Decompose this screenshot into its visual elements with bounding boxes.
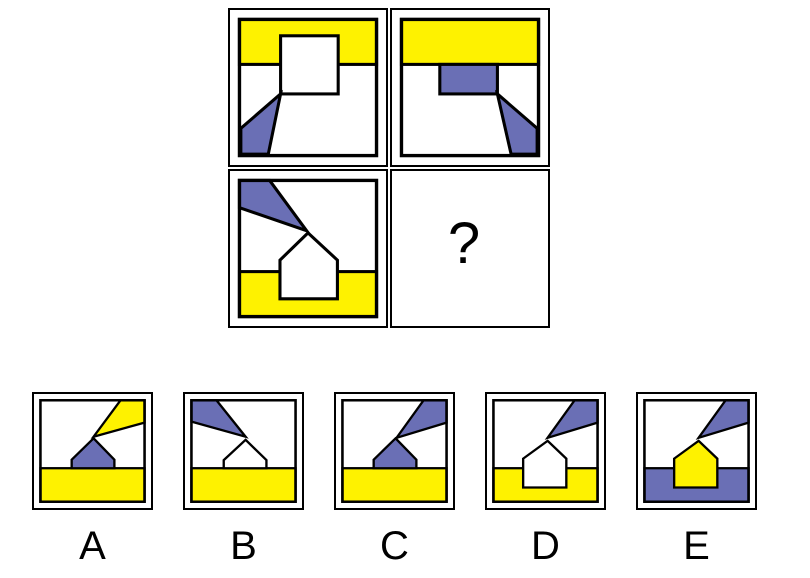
- top-band: [399, 17, 541, 66]
- option-E: E: [636, 392, 757, 566]
- inner-frame: [190, 399, 297, 503]
- inner-frame: [492, 399, 599, 503]
- matrix-cell-question: ?: [390, 169, 550, 328]
- figure-canvas: [39, 399, 146, 503]
- inner-frame: [237, 178, 379, 319]
- house-pentagon: [672, 439, 719, 489]
- option-C-label: C: [380, 524, 409, 568]
- figure-canvas: [492, 399, 599, 503]
- corner-wedge-bottom-left: [239, 89, 284, 156]
- corner-wedge-bottom-right: [494, 89, 539, 156]
- figure-canvas: [190, 399, 297, 503]
- corner-wedge-top-left: [237, 178, 311, 234]
- hanging-rect: [438, 62, 499, 96]
- figure-canvas: [399, 17, 541, 158]
- corner-wedge-top-left: [190, 399, 249, 439]
- house-pentagon: [372, 436, 418, 470]
- option-A-label: A: [79, 524, 106, 568]
- option-D-figure[interactable]: [485, 392, 606, 510]
- bottom-band: [341, 467, 448, 503]
- inner-frame: [237, 17, 379, 158]
- question-mark: ?: [447, 210, 481, 276]
- option-B: B: [183, 392, 304, 566]
- bottom-band: [190, 467, 297, 503]
- option-B-label: B: [230, 524, 257, 568]
- matrix-cell-top-left: [228, 8, 388, 167]
- corner-wedge-top-right: [393, 399, 448, 440]
- corner-wedge-top-right: [90, 399, 146, 439]
- matrix-cell-bottom-left: [228, 169, 388, 328]
- inner-frame: [39, 399, 146, 503]
- puzzle-matrix: ?: [228, 8, 550, 328]
- answer-options: A B C D E: [32, 392, 757, 566]
- inner-frame: [399, 17, 541, 158]
- inner-frame: [341, 399, 448, 503]
- option-D-label: D: [531, 524, 560, 568]
- figure-canvas: [237, 178, 379, 319]
- option-C: C: [334, 392, 455, 566]
- option-E-label: E: [683, 524, 710, 568]
- matrix-cell-top-right: [390, 8, 550, 167]
- figure-canvas: [643, 399, 750, 503]
- option-A: A: [32, 392, 153, 566]
- figure-canvas: [237, 17, 379, 158]
- bottom-band: [39, 467, 146, 503]
- corner-wedge-top-right: [544, 399, 599, 440]
- option-D: D: [485, 392, 606, 566]
- house-pentagon: [222, 438, 268, 470]
- corner-wedge-top-right: [695, 399, 750, 440]
- house-pentagon: [70, 436, 116, 470]
- house-pentagon: [521, 439, 568, 489]
- overlay-square: [279, 34, 340, 96]
- house-pentagon: [278, 230, 339, 301]
- option-E-figure[interactable]: [636, 392, 757, 510]
- inner-frame: [643, 399, 750, 503]
- option-B-figure[interactable]: [183, 392, 304, 510]
- option-A-figure[interactable]: [32, 392, 153, 510]
- option-C-figure[interactable]: [334, 392, 455, 510]
- figure-canvas: [341, 399, 448, 503]
